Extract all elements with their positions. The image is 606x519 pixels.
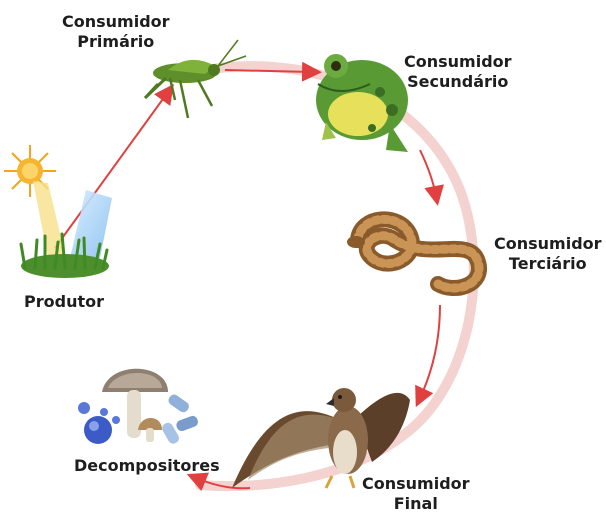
snake-icon bbox=[347, 219, 479, 288]
label-primary-line2: Primário bbox=[62, 32, 170, 52]
label-tertiary-line1: Consumidor bbox=[494, 234, 602, 254]
label-producer: Produtor bbox=[24, 292, 104, 312]
label-primary-line1: Consumidor bbox=[62, 12, 170, 32]
label-secondary-line2: Secundário bbox=[404, 72, 512, 92]
arrow-tertiary-to-final bbox=[420, 305, 440, 398]
label-primary-consumer: Consumidor Primário bbox=[62, 12, 170, 52]
frog-icon bbox=[316, 54, 408, 152]
label-tertiary-consumer: Consumidor Terciário bbox=[494, 234, 602, 274]
label-final-line1: Consumidor bbox=[362, 474, 470, 494]
label-final-line2: Final bbox=[362, 494, 470, 514]
sun-grass-icon bbox=[4, 145, 112, 278]
label-decomposers: Decompositores bbox=[74, 456, 220, 476]
label-final-consumer: Consumidor Final bbox=[362, 474, 470, 514]
arrow-secondary-to-tertiary bbox=[420, 150, 436, 196]
arrow-producer-to-primary bbox=[55, 92, 168, 248]
label-secondary-consumer: Consumidor Secundário bbox=[404, 52, 512, 92]
mushroom-bacteria-icon bbox=[78, 369, 199, 446]
label-tertiary-line2: Terciário bbox=[494, 254, 602, 274]
label-secondary-line1: Consumidor bbox=[404, 52, 512, 72]
